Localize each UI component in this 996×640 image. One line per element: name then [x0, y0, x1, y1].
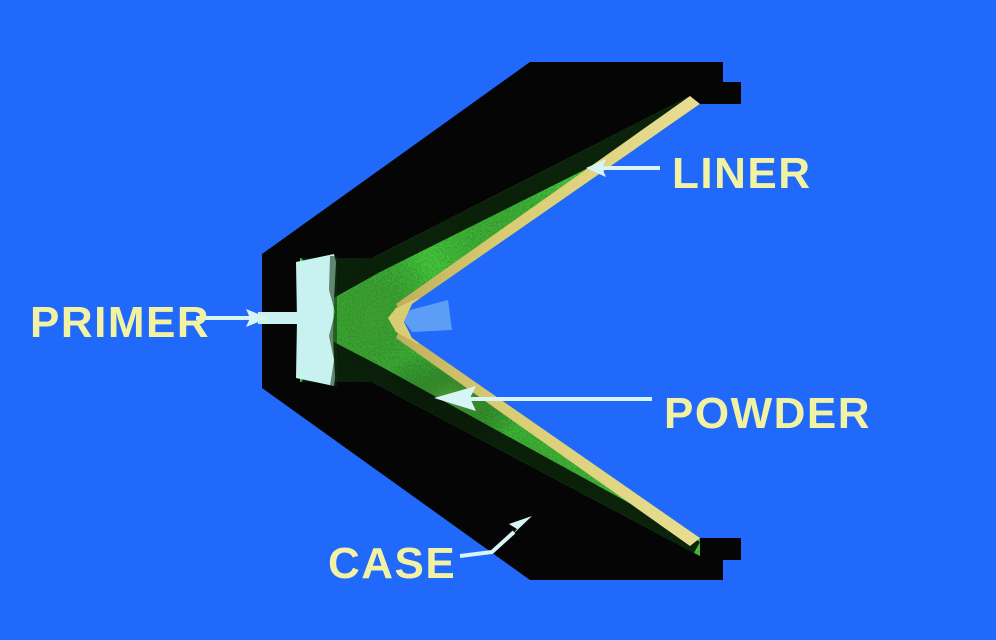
inner-cavity-fill [404, 104, 996, 538]
inner-cavity-highlight [404, 300, 452, 332]
liner-upper-arm [396, 96, 700, 318]
powder-label: POWDER [664, 389, 871, 438]
case-body [262, 62, 741, 580]
primer-region [258, 254, 337, 386]
liner-label: LINER [672, 149, 812, 198]
case-outline [262, 62, 741, 580]
primer-arrowhead-icon [246, 309, 268, 327]
annotation-powder[interactable]: POWDER [434, 386, 871, 438]
powder-shadow-upper [300, 96, 700, 300]
liner-arrowhead-icon [586, 159, 606, 177]
case-label: CASE [328, 539, 456, 588]
annotation-liner[interactable]: LINER [586, 149, 812, 198]
annotation-case[interactable]: CASE [328, 516, 532, 588]
case-tip-lower [700, 538, 741, 580]
powder-arrowhead-icon [434, 386, 476, 411]
inner-cavity [404, 104, 996, 538]
liner-lower-arm [396, 318, 700, 546]
annotation-primer[interactable]: PRIMER [30, 298, 268, 347]
primer-ragged-edge [329, 256, 337, 386]
primer-label: PRIMER [30, 298, 210, 347]
primer-body [296, 254, 336, 386]
case-leader-line [459, 530, 516, 558]
case-tip-upper [700, 62, 741, 104]
primer-stem [258, 312, 298, 324]
case-tips [700, 62, 741, 580]
case-arrowhead-icon [509, 516, 532, 537]
